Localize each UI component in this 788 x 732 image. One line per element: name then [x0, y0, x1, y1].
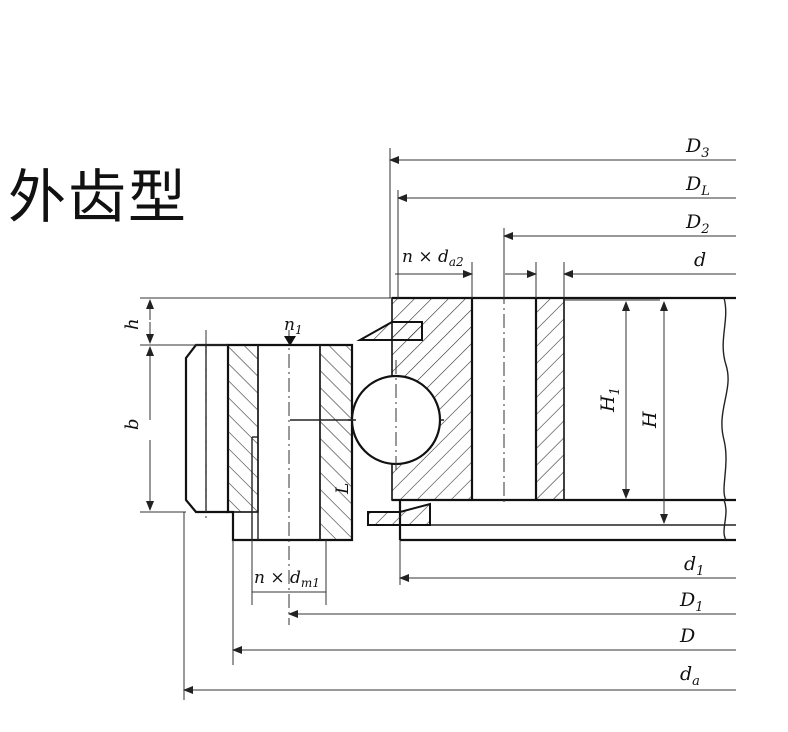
label-n-dm1: n × dm1	[254, 568, 320, 590]
label-b: b	[122, 418, 143, 430]
dimension-labels: D3 DL D2 d n × da2 d1 D1 D da n × dm1 n1…	[122, 135, 710, 689]
label-D1: D1	[679, 589, 704, 615]
centre-lines	[205, 290, 505, 625]
label-n1: n1	[284, 315, 303, 337]
inner-ring-section	[391, 296, 736, 542]
label-D3: D3	[685, 135, 710, 161]
ball-raceway	[290, 360, 444, 470]
label-d1: d1	[684, 553, 704, 579]
seals	[356, 321, 431, 526]
label-D: D	[679, 625, 695, 647]
dimension-lines	[146, 156, 736, 694]
label-D2: D2	[685, 211, 710, 237]
label-H: H	[639, 411, 661, 429]
page-title: 外齿型	[8, 163, 189, 231]
extension-lines	[140, 148, 660, 700]
label-DL: DL	[685, 173, 710, 199]
outer-ring-section	[184, 343, 354, 542]
label-h: h	[122, 318, 143, 330]
label-L: L	[333, 483, 353, 495]
label-n-da2: n × da2	[402, 247, 464, 269]
label-da: da	[680, 663, 700, 689]
label-H1: H1	[597, 387, 623, 413]
label-d: d	[694, 249, 706, 271]
